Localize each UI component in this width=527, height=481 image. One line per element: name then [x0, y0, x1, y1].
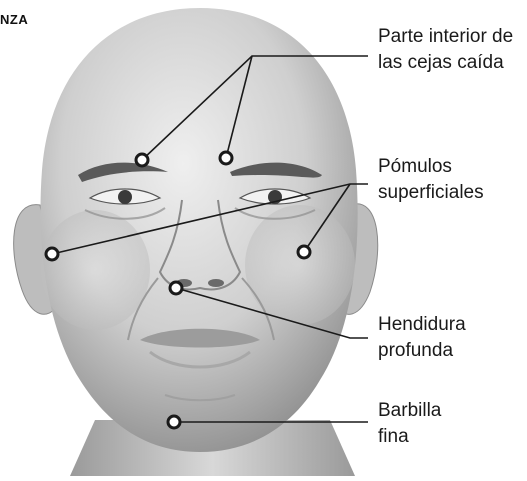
marker-nose — [170, 282, 182, 294]
label-deep-crease: Hendidura profunda — [378, 312, 466, 364]
label-line: Pómulos — [378, 154, 484, 180]
label-line: Parte interior de — [378, 24, 513, 50]
label-thin-chin: Barbilla fina — [378, 398, 441, 450]
marker-brow-inner-left — [136, 154, 148, 166]
header-fragment: NZA — [0, 12, 28, 27]
label-line: fina — [378, 424, 441, 450]
marker-cheek-right — [298, 246, 310, 258]
label-line: superficiales — [378, 180, 484, 206]
label-line: Barbilla — [378, 398, 441, 424]
label-inner-brows: Parte interior de las cejas caída — [378, 24, 513, 76]
label-line: profunda — [378, 338, 466, 364]
label-line: las cejas caída — [378, 50, 513, 76]
label-line: Hendidura — [378, 312, 466, 338]
label-cheekbones: Pómulos superficiales — [378, 154, 484, 206]
marker-chin — [168, 416, 180, 428]
marker-cheek-left — [46, 248, 58, 260]
marker-brow-inner-right — [220, 152, 232, 164]
